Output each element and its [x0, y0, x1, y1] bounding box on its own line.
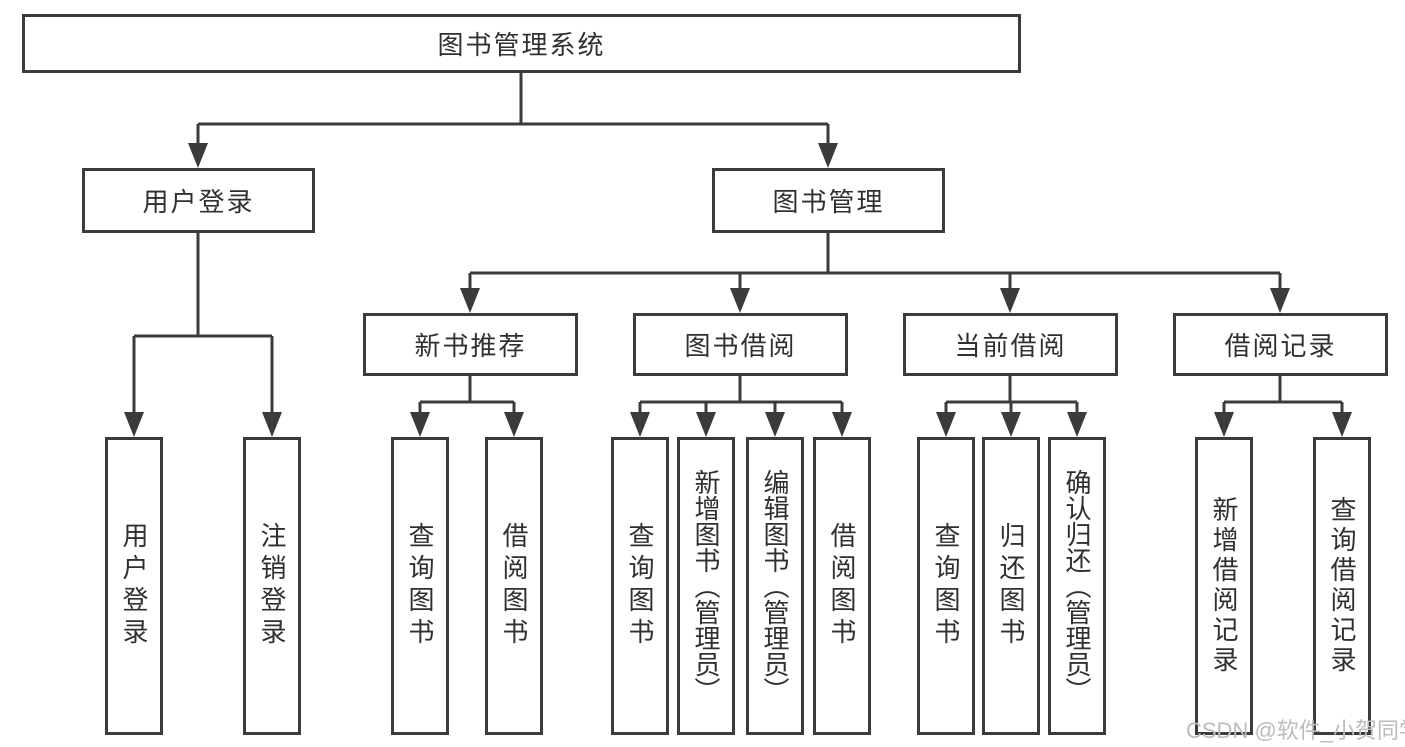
node-new-book-recommend-label: 新书推荐: [414, 331, 527, 361]
leaf-current-confirm-return-admin: 确认归还（管理员）: [1048, 437, 1106, 735]
leaf-borrow-add-book-admin: 新增图书（管理员）: [677, 437, 735, 735]
node-user-login: 用户登录: [82, 168, 315, 233]
leaf-recommend-borrow-book: 借阅图书: [485, 437, 543, 735]
leaf-records-query-record-label: 查询借阅记录: [1327, 496, 1357, 676]
node-user-login-label: 用户登录: [142, 187, 255, 217]
leaf-borrow-query-book: 查询图书: [611, 437, 669, 735]
leaf-borrow-add-book-admin-label: 新增图书（管理员）: [691, 469, 721, 703]
node-book-management-label: 图书管理: [772, 187, 885, 217]
node-borrow-records: 借阅记录: [1173, 313, 1388, 376]
node-book-borrow-label: 图书借阅: [684, 331, 797, 361]
leaf-current-return-book-label: 归还图书: [996, 522, 1026, 650]
leaf-borrow-borrow-book-label: 借阅图书: [827, 522, 857, 650]
leaf-records-query-record: 查询借阅记录: [1313, 437, 1371, 735]
leaf-logout: 注销登录: [243, 437, 301, 735]
leaf-records-add-record: 新增借阅记录: [1195, 437, 1253, 735]
node-book-management: 图书管理: [712, 168, 945, 233]
arrowheads: [124, 143, 1352, 437]
node-system-root-label: 图书管理系统: [437, 30, 606, 60]
leaf-borrow-edit-book-admin-label: 编辑图书（管理员）: [760, 469, 790, 703]
leaf-user-login: 用户登录: [105, 437, 163, 735]
leaf-recommend-query-book: 查询图书: [391, 437, 449, 735]
leaf-borrow-edit-book-admin: 编辑图书（管理员）: [746, 437, 804, 735]
node-book-borrow: 图书借阅: [633, 313, 848, 376]
node-borrow-records-label: 借阅记录: [1224, 331, 1337, 361]
leaf-current-confirm-return-admin-label: 确认归还（管理员）: [1062, 469, 1092, 703]
leaf-recommend-query-book-label: 查询图书: [405, 522, 435, 650]
leaf-current-query-book: 查询图书: [917, 437, 975, 735]
leaf-logout-label: 注销登录: [257, 522, 287, 650]
node-current-borrow-label: 当前借阅: [954, 331, 1067, 361]
leaf-current-return-book: 归还图书: [982, 437, 1040, 735]
leaf-user-login-label: 用户登录: [119, 522, 149, 650]
csdn-watermark: CSDN @软件_小贺同学: [1186, 718, 1405, 743]
node-new-book-recommend: 新书推荐: [363, 313, 578, 376]
leaf-records-add-record-label: 新增借阅记录: [1209, 496, 1239, 676]
leaf-recommend-borrow-book-label: 借阅图书: [499, 522, 529, 650]
node-current-borrow: 当前借阅: [903, 313, 1118, 376]
node-system-root: 图书管理系统: [22, 14, 1021, 73]
leaf-borrow-query-book-label: 查询图书: [625, 522, 655, 650]
leaf-current-query-book-label: 查询图书: [931, 522, 961, 650]
leaf-borrow-borrow-book: 借阅图书: [813, 437, 871, 735]
